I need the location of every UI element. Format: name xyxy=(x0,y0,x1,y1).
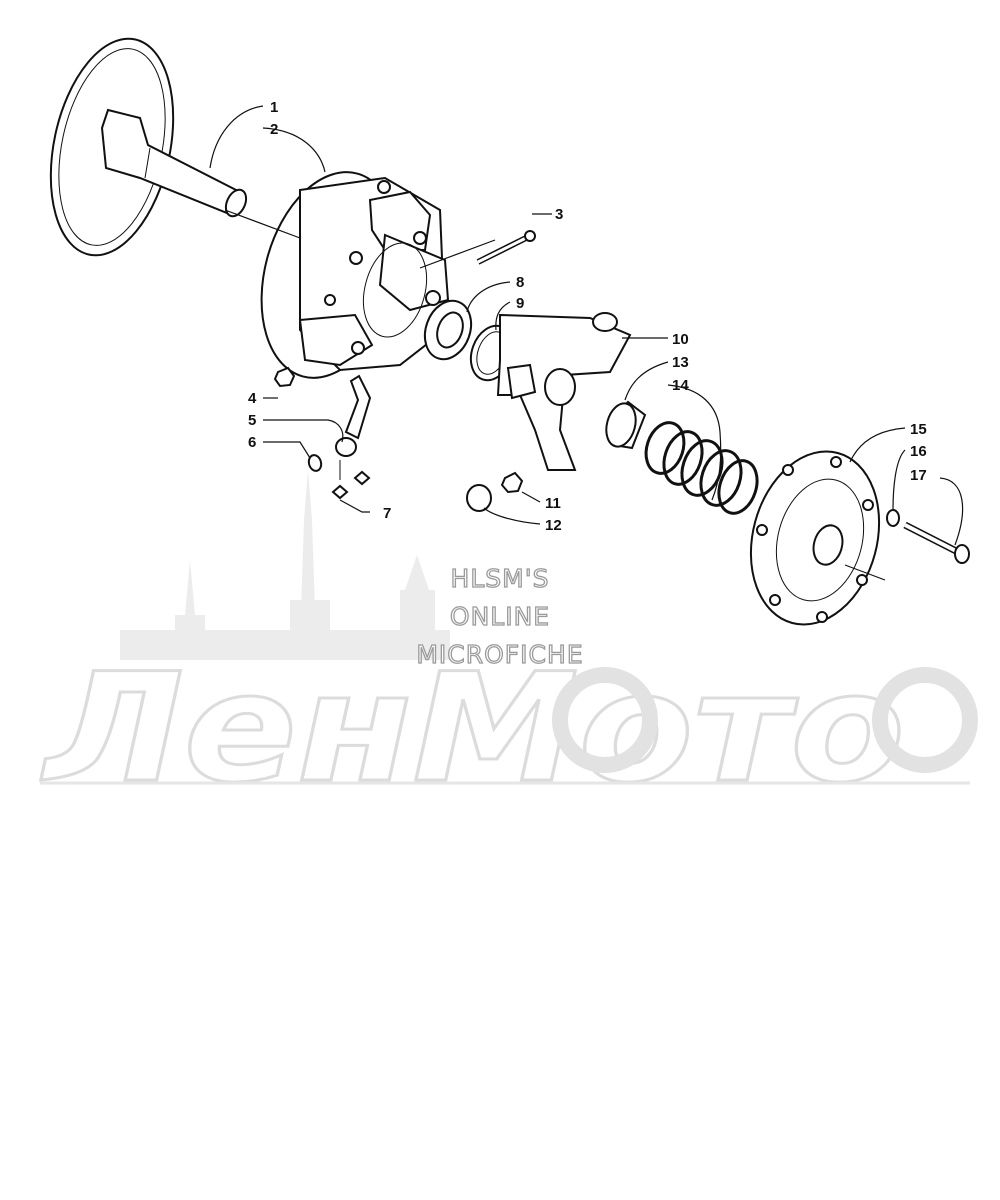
leader-lines xyxy=(209,105,964,581)
watermark-brand: ЛенМото xyxy=(41,642,905,816)
part-fixed-sheave xyxy=(49,37,248,257)
callout-2: 2 xyxy=(270,121,278,138)
callout-15: 15 xyxy=(910,421,927,438)
callout-labels: 1 2 3 4 5 6 7 8 9 10 11 12 13 14 15 16 1… xyxy=(248,99,927,534)
callout-4: 4 xyxy=(248,390,257,407)
part-washers-7 xyxy=(331,470,371,500)
part-roller-pin xyxy=(307,454,323,472)
callout-17: 17 xyxy=(910,467,927,484)
callout-11: 11 xyxy=(545,495,561,512)
part-washer-16 xyxy=(886,509,900,527)
watermark-skyline xyxy=(120,470,450,660)
callout-7: 7 xyxy=(383,505,391,522)
watermark-line-1: HLSM'S xyxy=(451,564,550,593)
part-bushing-13 xyxy=(605,400,647,450)
callout-16: 16 xyxy=(910,443,927,460)
watermark-line-2: ONLINE xyxy=(450,602,550,631)
part-cap-12 xyxy=(466,484,492,512)
part-spider xyxy=(496,312,632,471)
part-spring xyxy=(644,421,759,515)
callout-8: 8 xyxy=(516,274,524,291)
callout-9: 9 xyxy=(516,295,524,312)
watermark-motorcycle-wheel-icon xyxy=(552,667,978,773)
callout-12: 12 xyxy=(545,517,562,534)
callout-10: 10 xyxy=(672,331,689,348)
part-movable-sheave xyxy=(260,171,450,379)
part-cover xyxy=(749,450,881,626)
part-nut-4 xyxy=(273,366,296,388)
part-bushing-8 xyxy=(423,299,473,361)
part-bolt-17 xyxy=(903,521,970,564)
part-nut-11 xyxy=(500,471,524,494)
callout-3: 3 xyxy=(555,206,563,223)
callout-6: 6 xyxy=(248,434,256,451)
callout-14: 14 xyxy=(672,377,689,394)
watermark-line-3: MICROFICHE xyxy=(416,640,583,669)
callout-5: 5 xyxy=(248,412,256,429)
part-weight-arm xyxy=(335,374,372,457)
callout-1: 1 xyxy=(270,99,278,116)
callout-13: 13 xyxy=(672,354,689,371)
part-pin xyxy=(476,230,536,265)
